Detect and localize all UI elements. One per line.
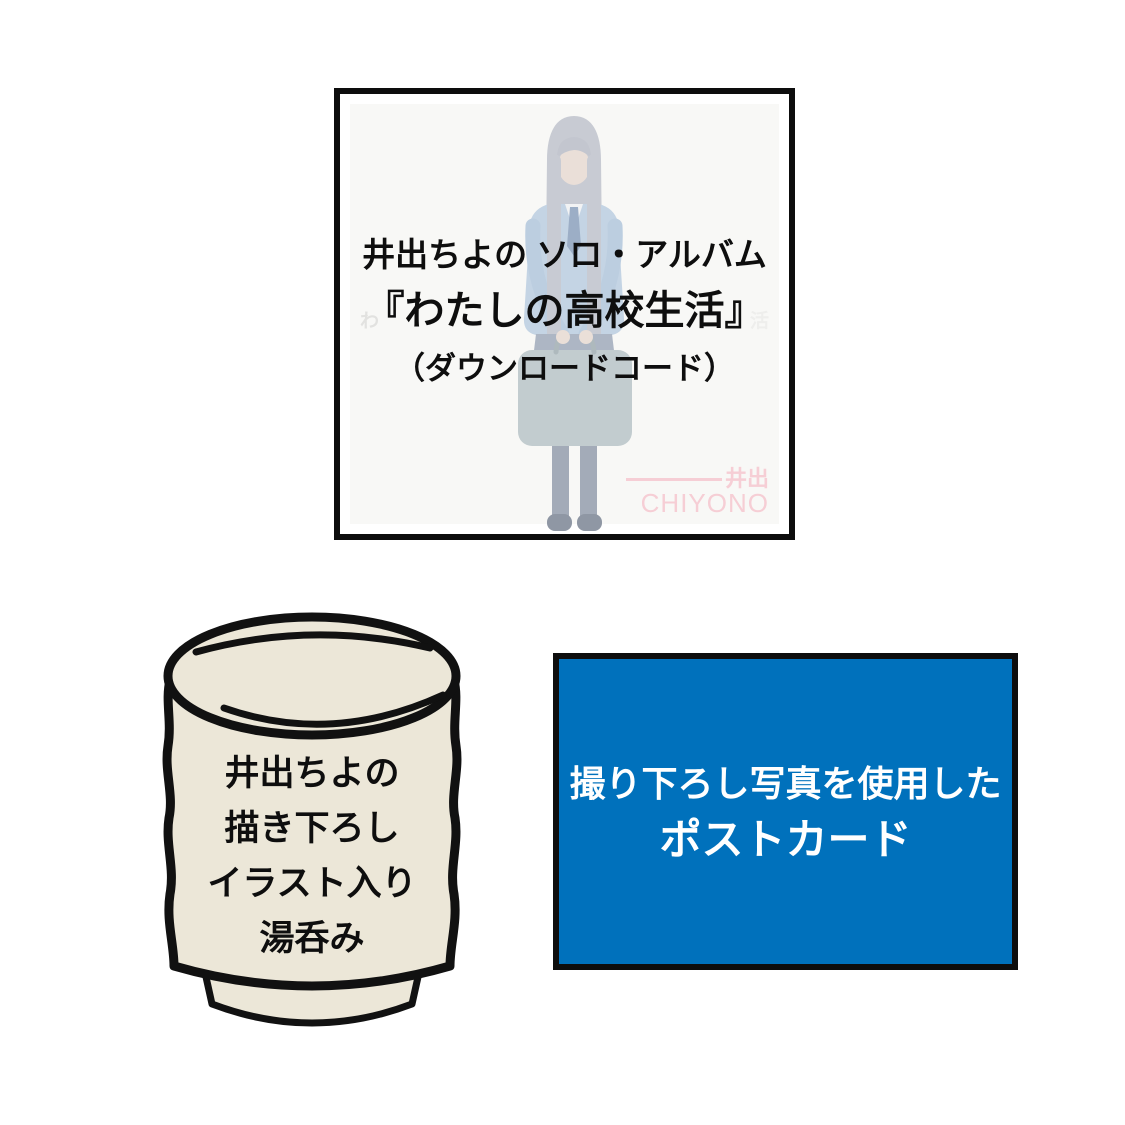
hair-bangs	[557, 137, 591, 158]
hair-strand-left	[547, 154, 561, 340]
teacup-caption: 井出ちよの 描き下ろし イラスト入り 湯呑み	[162, 746, 462, 966]
chiyono-logo: 井出 CHIYONO	[625, 466, 769, 518]
necktie	[567, 207, 581, 256]
hair-strand-right	[587, 154, 601, 340]
teacup-body	[162, 675, 462, 991]
logo-sub-text: CHIYONO	[640, 488, 769, 518]
teacup-caption-line1: 井出ちよの	[224, 754, 400, 793]
teacup-rim	[163, 612, 461, 740]
album-cover-card: わ 活 井出 CHIYONO 井出ちよの ソロ・アルバム 『わたしの高校生活』 …	[334, 88, 795, 540]
album-caption-line2: 『わたしの高校生活』	[364, 289, 765, 333]
hand-right	[579, 330, 593, 344]
shoe-right	[577, 514, 602, 531]
teacup-caption-line2: 描き下ろし	[224, 809, 400, 848]
album-caption: 井出ちよの ソロ・アルバム 『わたしの高校生活』 （ダウンロードコード）	[340, 226, 789, 397]
postcard-card: 撮り下ろし写真を使用した ポストカード	[553, 653, 1018, 970]
postcard-line2: ポストカード	[659, 815, 912, 863]
teacup-rim-inner-arc-bottom	[220, 691, 447, 728]
teacup-rim-inner-arc-top	[192, 631, 434, 656]
postcard-line1: 撮り下ろし写真を使用した	[569, 762, 1002, 804]
album-cover-inner: わ 活 井出 CHIYONO 井出ちよの ソロ・アルバム 『わたしの高校生活』 …	[340, 94, 789, 534]
watermark-char-left: わ	[360, 311, 380, 332]
album-cover-photo: わ 活 井出 CHIYONO	[350, 104, 779, 531]
teacup-caption-line4: 湯呑み	[259, 919, 365, 958]
hand-left	[556, 330, 570, 344]
schoolgirl-photo-illustration	[518, 116, 632, 531]
watermark-char-right: 活	[749, 311, 769, 332]
album-caption-line1: 井出ちよの ソロ・アルバム	[362, 236, 767, 273]
school-bag	[518, 350, 632, 446]
logo-rule-line	[625, 477, 722, 481]
face	[558, 147, 590, 185]
teacup-caption-line3: イラスト入り	[207, 864, 417, 903]
yunomi-teacup-illustration	[162, 612, 462, 1027]
album-caption-line3: （ダウンロードコード）	[394, 351, 735, 386]
girl-figure	[518, 116, 632, 531]
shoe-left	[547, 514, 572, 531]
logo-name-text: 井出	[724, 466, 769, 491]
yunomi-teacup-card: 井出ちよの 描き下ろし イラスト入り 湯呑み	[162, 606, 462, 1046]
